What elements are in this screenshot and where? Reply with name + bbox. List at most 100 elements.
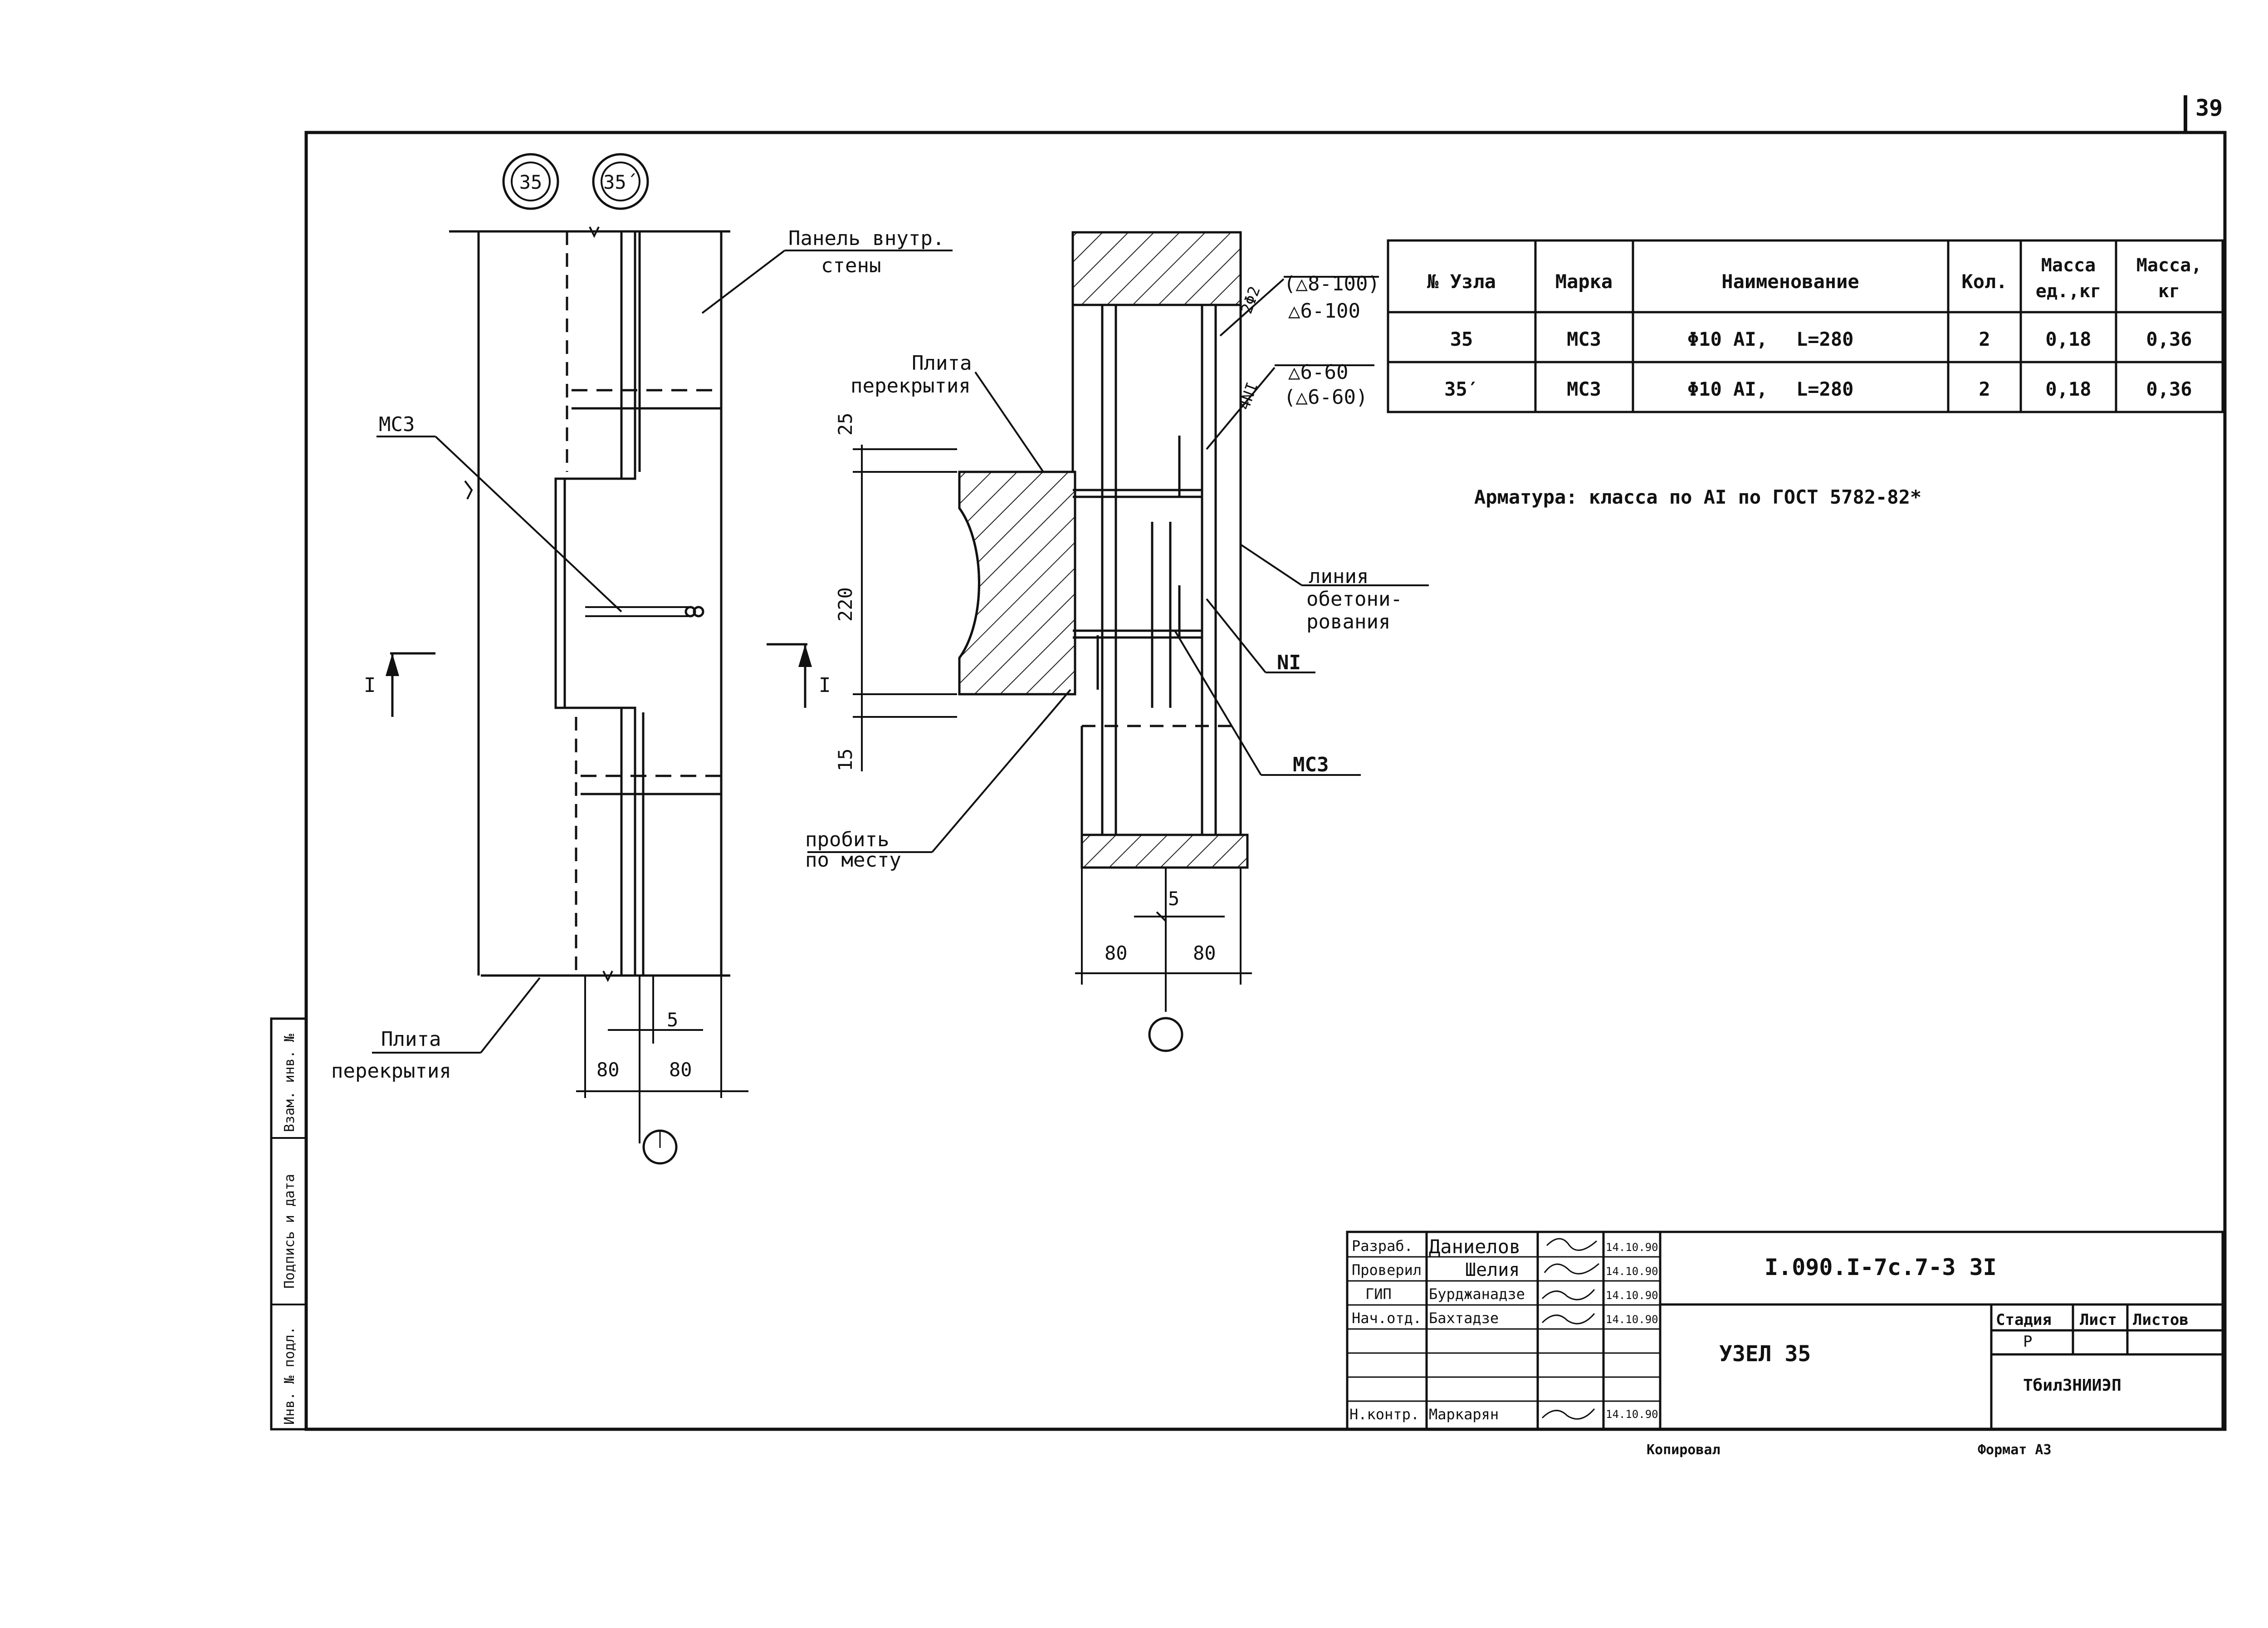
- svg-text:перекрытия: перекрытия: [331, 1059, 451, 1083]
- right-wall-hatched-top: [1071, 231, 1242, 306]
- right-weld-top: 2Φ2 (△8-100) △6-100: [1219, 272, 1380, 337]
- organization: ТбилЗНИИЭП: [2023, 1376, 2121, 1395]
- svg-text:35: 35: [1450, 328, 1473, 350]
- svg-text:0,18: 0,18: [2045, 378, 2091, 400]
- right-punch-label: пробить по месту: [805, 689, 1071, 872]
- left-axis-marker: [642, 1129, 678, 1165]
- svg-text:14.10.90: 14.10.90: [1606, 1289, 1658, 1302]
- side-stamp: Взам. инв. № Подпись и дата Инв. № подл.: [270, 1017, 308, 1431]
- svg-text:обетони-: обетони-: [1306, 588, 1403, 611]
- right-dim-15: 15: [834, 748, 856, 771]
- right-dim-25: 25: [834, 412, 856, 436]
- svg-text:I: I: [819, 674, 831, 697]
- left-slab-label: Плита перекрытия: [331, 977, 541, 1083]
- svg-text:14.10.90: 14.10.90: [1606, 1241, 1658, 1254]
- right-dimensions: [1075, 868, 1252, 1012]
- right-wall-outline: [1071, 305, 1242, 835]
- left-dim-right: 80: [669, 1059, 692, 1081]
- reinforcement-note: Арматура: класса по AI по ГОСТ 5782-82*: [1474, 486, 1921, 508]
- svg-text:МС3: МС3: [1567, 328, 1601, 350]
- left-dim-left: 80: [596, 1059, 620, 1081]
- right-view: Плита перекрытия 2Φ2 (△8-100) △6-100 4NI…: [767, 231, 1429, 1052]
- svg-text:Бахтадзе: Бахтадзе: [1429, 1309, 1499, 1327]
- svg-text:0,36: 0,36: [2146, 328, 2192, 350]
- svg-text:△6-60: △6-60: [1288, 361, 1348, 384]
- svg-text:0,18: 0,18: [2045, 328, 2091, 350]
- right-dim-offset: 5: [1168, 888, 1179, 910]
- page-number: 39: [2184, 95, 2223, 132]
- right-section-mark: I: [767, 643, 831, 708]
- spec-header-qty: Кол.: [1961, 270, 2007, 293]
- svg-text:39: 39: [2195, 95, 2223, 121]
- left-dimensions: [576, 976, 748, 1148]
- sheet-label: Лист: [2080, 1311, 2117, 1329]
- spec-header-node: № Узла: [1427, 270, 1496, 293]
- left-view: Панель внутр. стены МС3 I Плита перекрыт…: [331, 226, 953, 1165]
- svg-text:рования: рования: [1306, 610, 1390, 633]
- sheet-title: УЗЕЛ 35: [1719, 1341, 1811, 1367]
- right-vertical-dims: [853, 445, 957, 771]
- svg-text:(△8-100): (△8-100): [1284, 272, 1380, 295]
- svg-text:L=280: L=280: [1796, 378, 1853, 400]
- spec-header-mark: Марка: [1555, 270, 1613, 293]
- svg-text:35: 35: [519, 171, 543, 193]
- side-inv-zam: Взам. инв. №: [282, 1034, 298, 1132]
- side-inv-podl: Инв. № подл.: [282, 1326, 298, 1425]
- svg-text:МС3: МС3: [1293, 753, 1329, 776]
- svg-text:(△6-60): (△6-60): [1284, 386, 1368, 409]
- left-mc3-label: МС3: [376, 413, 622, 613]
- svg-text:△6-100: △6-100: [1288, 299, 1360, 323]
- node-mark-35: 35: [502, 153, 559, 210]
- signature-row: Нач.отд. Бахтадзе 14.10.90: [1352, 1309, 1658, 1327]
- left-dim-offset: 5: [667, 1009, 678, 1031]
- svg-text:линия: линия: [1309, 565, 1369, 588]
- svg-text:перекрытия: перекрытия: [850, 374, 971, 397]
- svg-text:4NI: 4NI: [1235, 380, 1262, 412]
- right-axis-marker: [1148, 1017, 1183, 1052]
- signature-row: Разраб. Даниелов 14.10.90: [1352, 1236, 1658, 1258]
- svg-text:Бурджанадзе: Бурджанадзе: [1429, 1285, 1525, 1303]
- right-concrete-line-label: линия обетони- рования: [1240, 544, 1429, 633]
- svg-text:стены: стены: [821, 254, 881, 277]
- spec-table: № Узла Марка Наименование Кол. Масса ед.…: [1387, 239, 2224, 413]
- svg-text:Шелия: Шелия: [1465, 1260, 1520, 1280]
- doc-code: I.090.I-7c.7-3 3I: [1765, 1254, 1997, 1280]
- svg-text:35´: 35´: [603, 171, 638, 193]
- svg-text:МС3: МС3: [1567, 378, 1601, 400]
- left-wall-outline: [449, 230, 730, 977]
- right-wall-hatched-bottom: [1080, 834, 1249, 869]
- svg-text:Проверил: Проверил: [1352, 1261, 1422, 1279]
- right-mc3-label: МС3: [1174, 630, 1361, 776]
- right-slab-hatched: [958, 471, 1076, 696]
- right-dim-right: 80: [1193, 942, 1216, 964]
- footer-copied: Копировал: [1647, 1442, 1721, 1458]
- svg-text:L=280: L=280: [1796, 328, 1853, 350]
- title-block: Разраб. Даниелов 14.10.90 Проверил Шелия…: [1346, 1231, 2224, 1431]
- right-n1-label: NI: [1206, 598, 1315, 674]
- svg-text:14.10.90: 14.10.90: [1606, 1408, 1658, 1421]
- svg-text:14.10.90: 14.10.90: [1606, 1313, 1658, 1326]
- drawing-frame: [304, 131, 2227, 1431]
- footer-format: Формат А3: [1978, 1442, 2052, 1458]
- svg-text:0,36: 0,36: [2146, 378, 2192, 400]
- table-row: 35 МС3 Φ10 AI, L=280 2 0,18 0,36: [1450, 328, 2192, 350]
- svg-text:Маркарян: Маркарян: [1429, 1406, 1499, 1423]
- signature-row: Н.контр. Маркарян 14.10.90: [1349, 1406, 1658, 1423]
- spec-header-total-mass-1: Масса,: [2136, 255, 2202, 276]
- svg-text:МС3: МС3: [379, 413, 415, 436]
- svg-text:Разраб.: Разраб.: [1352, 1237, 1413, 1255]
- svg-text:Φ10 AI,: Φ10 AI,: [1687, 378, 1768, 400]
- svg-text:2: 2: [1979, 328, 1990, 350]
- signature-row: ГИП Бурджанадзе 14.10.90: [1365, 1285, 1658, 1303]
- svg-text:Нач.отд.: Нач.отд.: [1352, 1309, 1422, 1327]
- stage-label: Стадия: [1996, 1311, 2052, 1329]
- signature-row: Проверил Шелия 14.10.90: [1352, 1260, 1658, 1280]
- table-row: 35′ МС3 Φ10 AI, L=280 2 0,18 0,36: [1444, 378, 2192, 400]
- svg-text:ГИП: ГИП: [1365, 1285, 1392, 1303]
- svg-text:2: 2: [1979, 378, 1990, 400]
- svg-text:Плита: Плита: [912, 352, 972, 375]
- spec-header-unit-mass-2: ед.,кг: [2036, 281, 2102, 302]
- svg-text:NI: NI: [1277, 651, 1301, 674]
- stage-value: Р: [2023, 1333, 2032, 1351]
- right-weld-mid: 4NI △6-60 (△6-60): [1206, 361, 1374, 450]
